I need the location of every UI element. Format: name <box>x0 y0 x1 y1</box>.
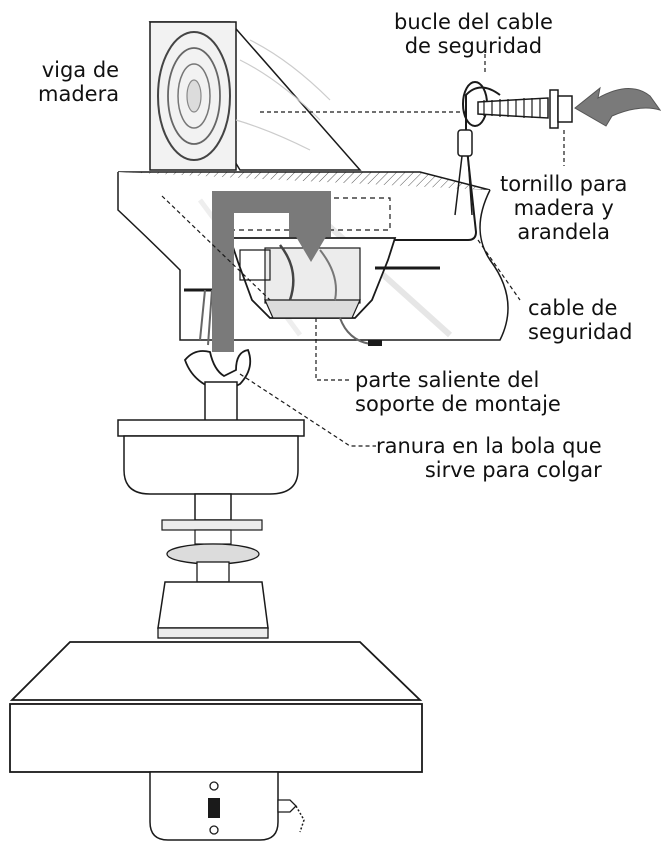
wood-screw <box>477 89 573 129</box>
hanger-ball <box>183 348 252 423</box>
wooden-beam <box>148 21 362 171</box>
leader-lines <box>161 40 565 447</box>
fan-body <box>9 419 423 841</box>
curved-arrow-icon <box>574 86 661 127</box>
hanging-arrow-icon <box>212 191 331 352</box>
